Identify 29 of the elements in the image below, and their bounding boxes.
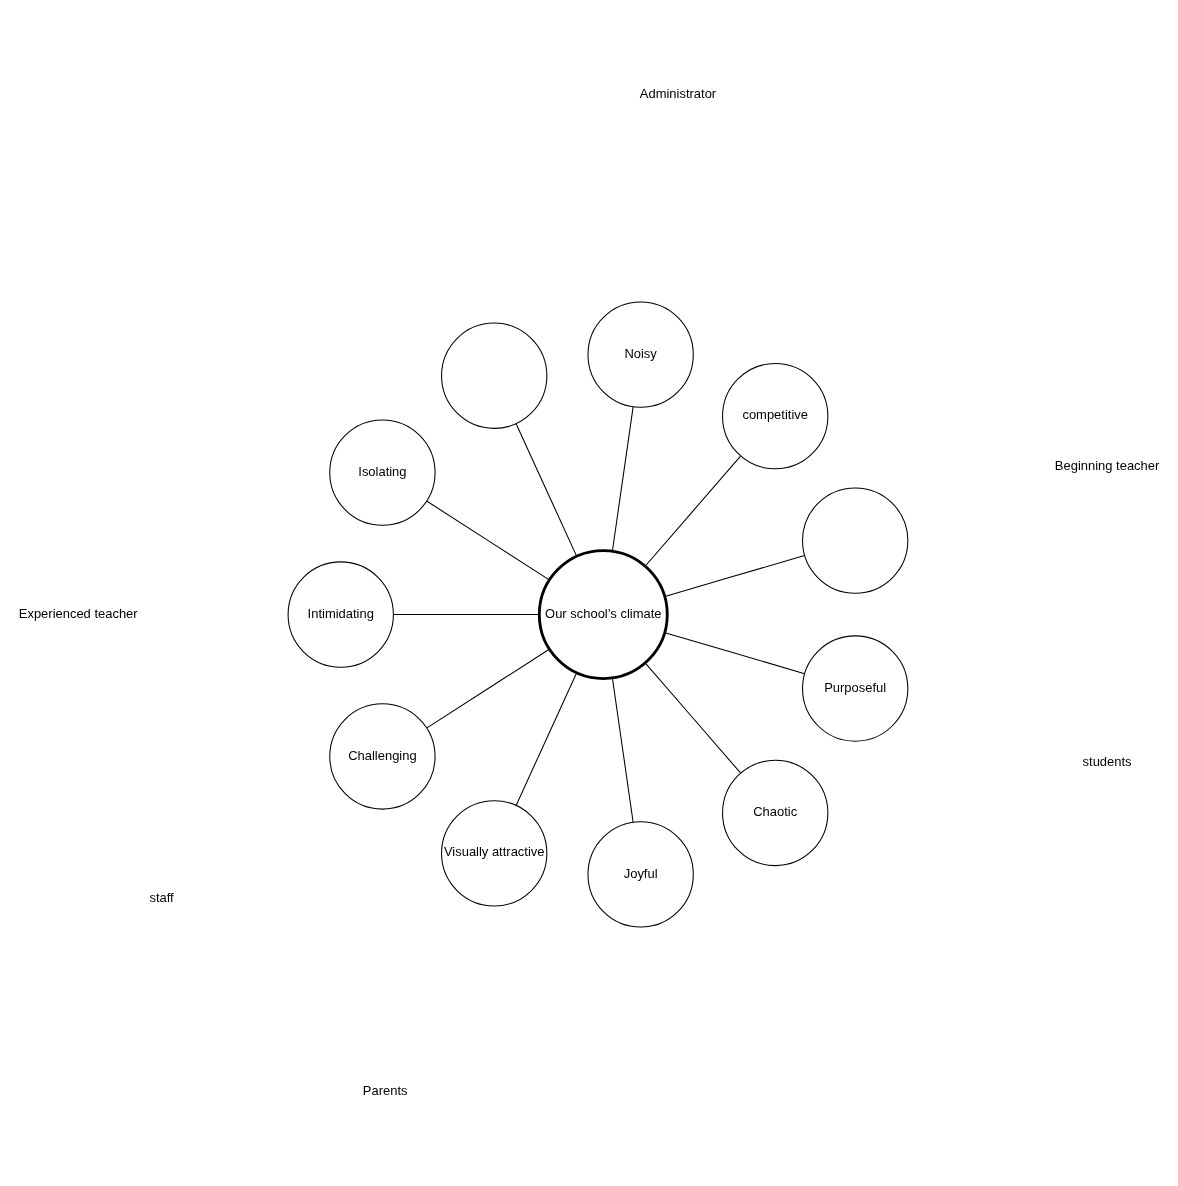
- label: staff: [149, 889, 174, 905]
- node-circle: Joyful: [587, 820, 694, 928]
- connector: [611, 677, 634, 823]
- node-circle: [441, 322, 548, 429]
- label: Administrator: [639, 85, 717, 101]
- node-circle: Challenging: [329, 702, 436, 810]
- node-circle: Intimidating: [287, 560, 394, 668]
- label: Experienced teacher: [18, 605, 138, 621]
- connector: [611, 405, 634, 551]
- node-circle: [802, 486, 909, 594]
- connector: [644, 662, 742, 773]
- connector: [392, 613, 540, 615]
- connector: [664, 554, 806, 597]
- connector: [515, 422, 578, 557]
- connector: [515, 671, 578, 806]
- node-circle: Chaotic: [722, 759, 829, 866]
- connector: [426, 648, 550, 728]
- label: Beginning teacher: [1054, 457, 1160, 473]
- node-circle: Purposeful: [802, 634, 909, 742]
- node-circle: Noisy: [587, 301, 694, 408]
- node-circle: competitive: [722, 362, 829, 469]
- node-circle: Isolating: [329, 418, 436, 526]
- connector: [426, 500, 550, 580]
- label: students: [1082, 753, 1132, 769]
- connector: [664, 631, 806, 674]
- connector: [644, 455, 742, 567]
- label: Parents: [362, 1082, 408, 1098]
- node-circle: Visually attractive: [441, 799, 548, 907]
- node-circle: Our school’s climate: [537, 548, 669, 680]
